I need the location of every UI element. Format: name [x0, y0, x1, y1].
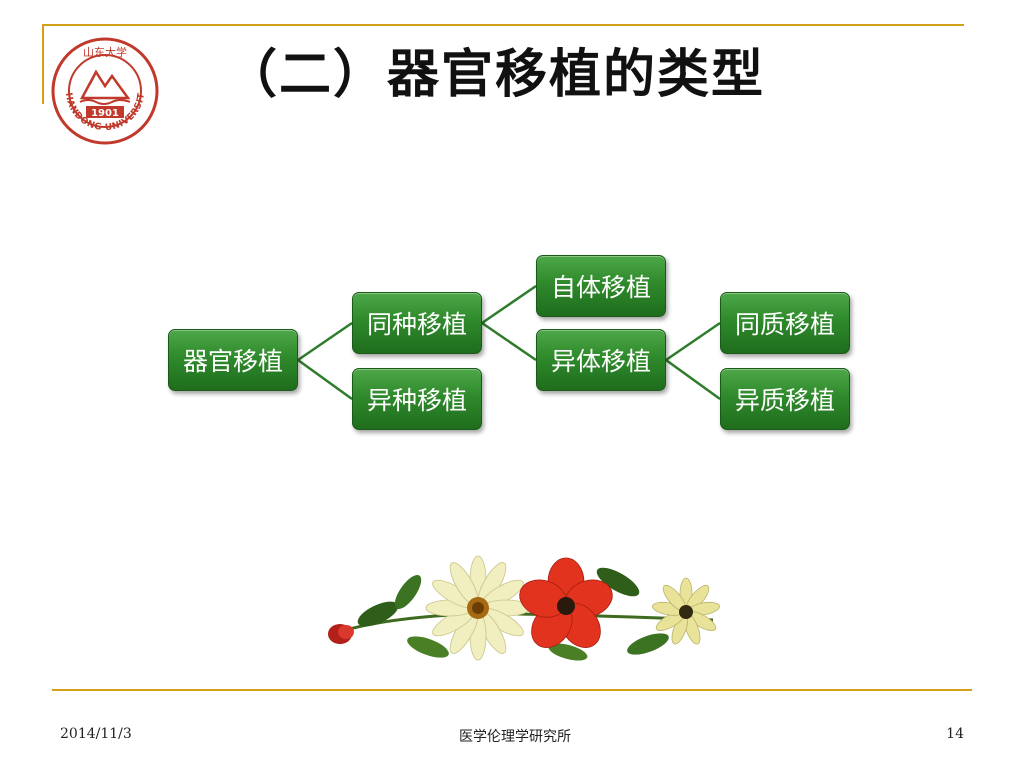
top-border-rule — [42, 24, 964, 26]
logo-calligraphy: 山东大学 — [83, 45, 127, 59]
footer-organization: 医学伦理学研究所 — [459, 729, 571, 745]
node-organ-transplant: 器官移植 — [168, 329, 298, 391]
footer-date: 2014/11/3 — [60, 726, 132, 742]
connector-same-allo — [481, 321, 537, 362]
node-autologous: 自体移植 — [536, 255, 666, 317]
footer-page-number: 14 — [946, 726, 964, 742]
node-allogeneic-individual: 异体移植 — [536, 329, 666, 391]
footer-rule — [52, 689, 972, 691]
connector-allo-hetero — [665, 358, 721, 401]
university-logo: SHANDONG UNIVERSITY 山东大学 1901 — [50, 36, 159, 145]
slide-title: （二）器官移植的类型 — [225, 44, 766, 105]
logo-year: 1901 — [91, 108, 119, 119]
node-heterotype: 异质移植 — [720, 368, 850, 430]
left-border-rule — [42, 24, 44, 104]
connector-root-diff — [297, 358, 353, 401]
node-xenogeneic: 异种移植 — [352, 368, 482, 430]
flower-garland-image — [328, 555, 720, 661]
connector-same-auto — [481, 284, 537, 325]
node-allogeneic-same-species: 同种移植 — [352, 292, 482, 354]
node-isotype: 同质移植 — [720, 292, 850, 354]
connector-allo-iso — [665, 321, 721, 362]
connector-root-same — [297, 321, 353, 362]
